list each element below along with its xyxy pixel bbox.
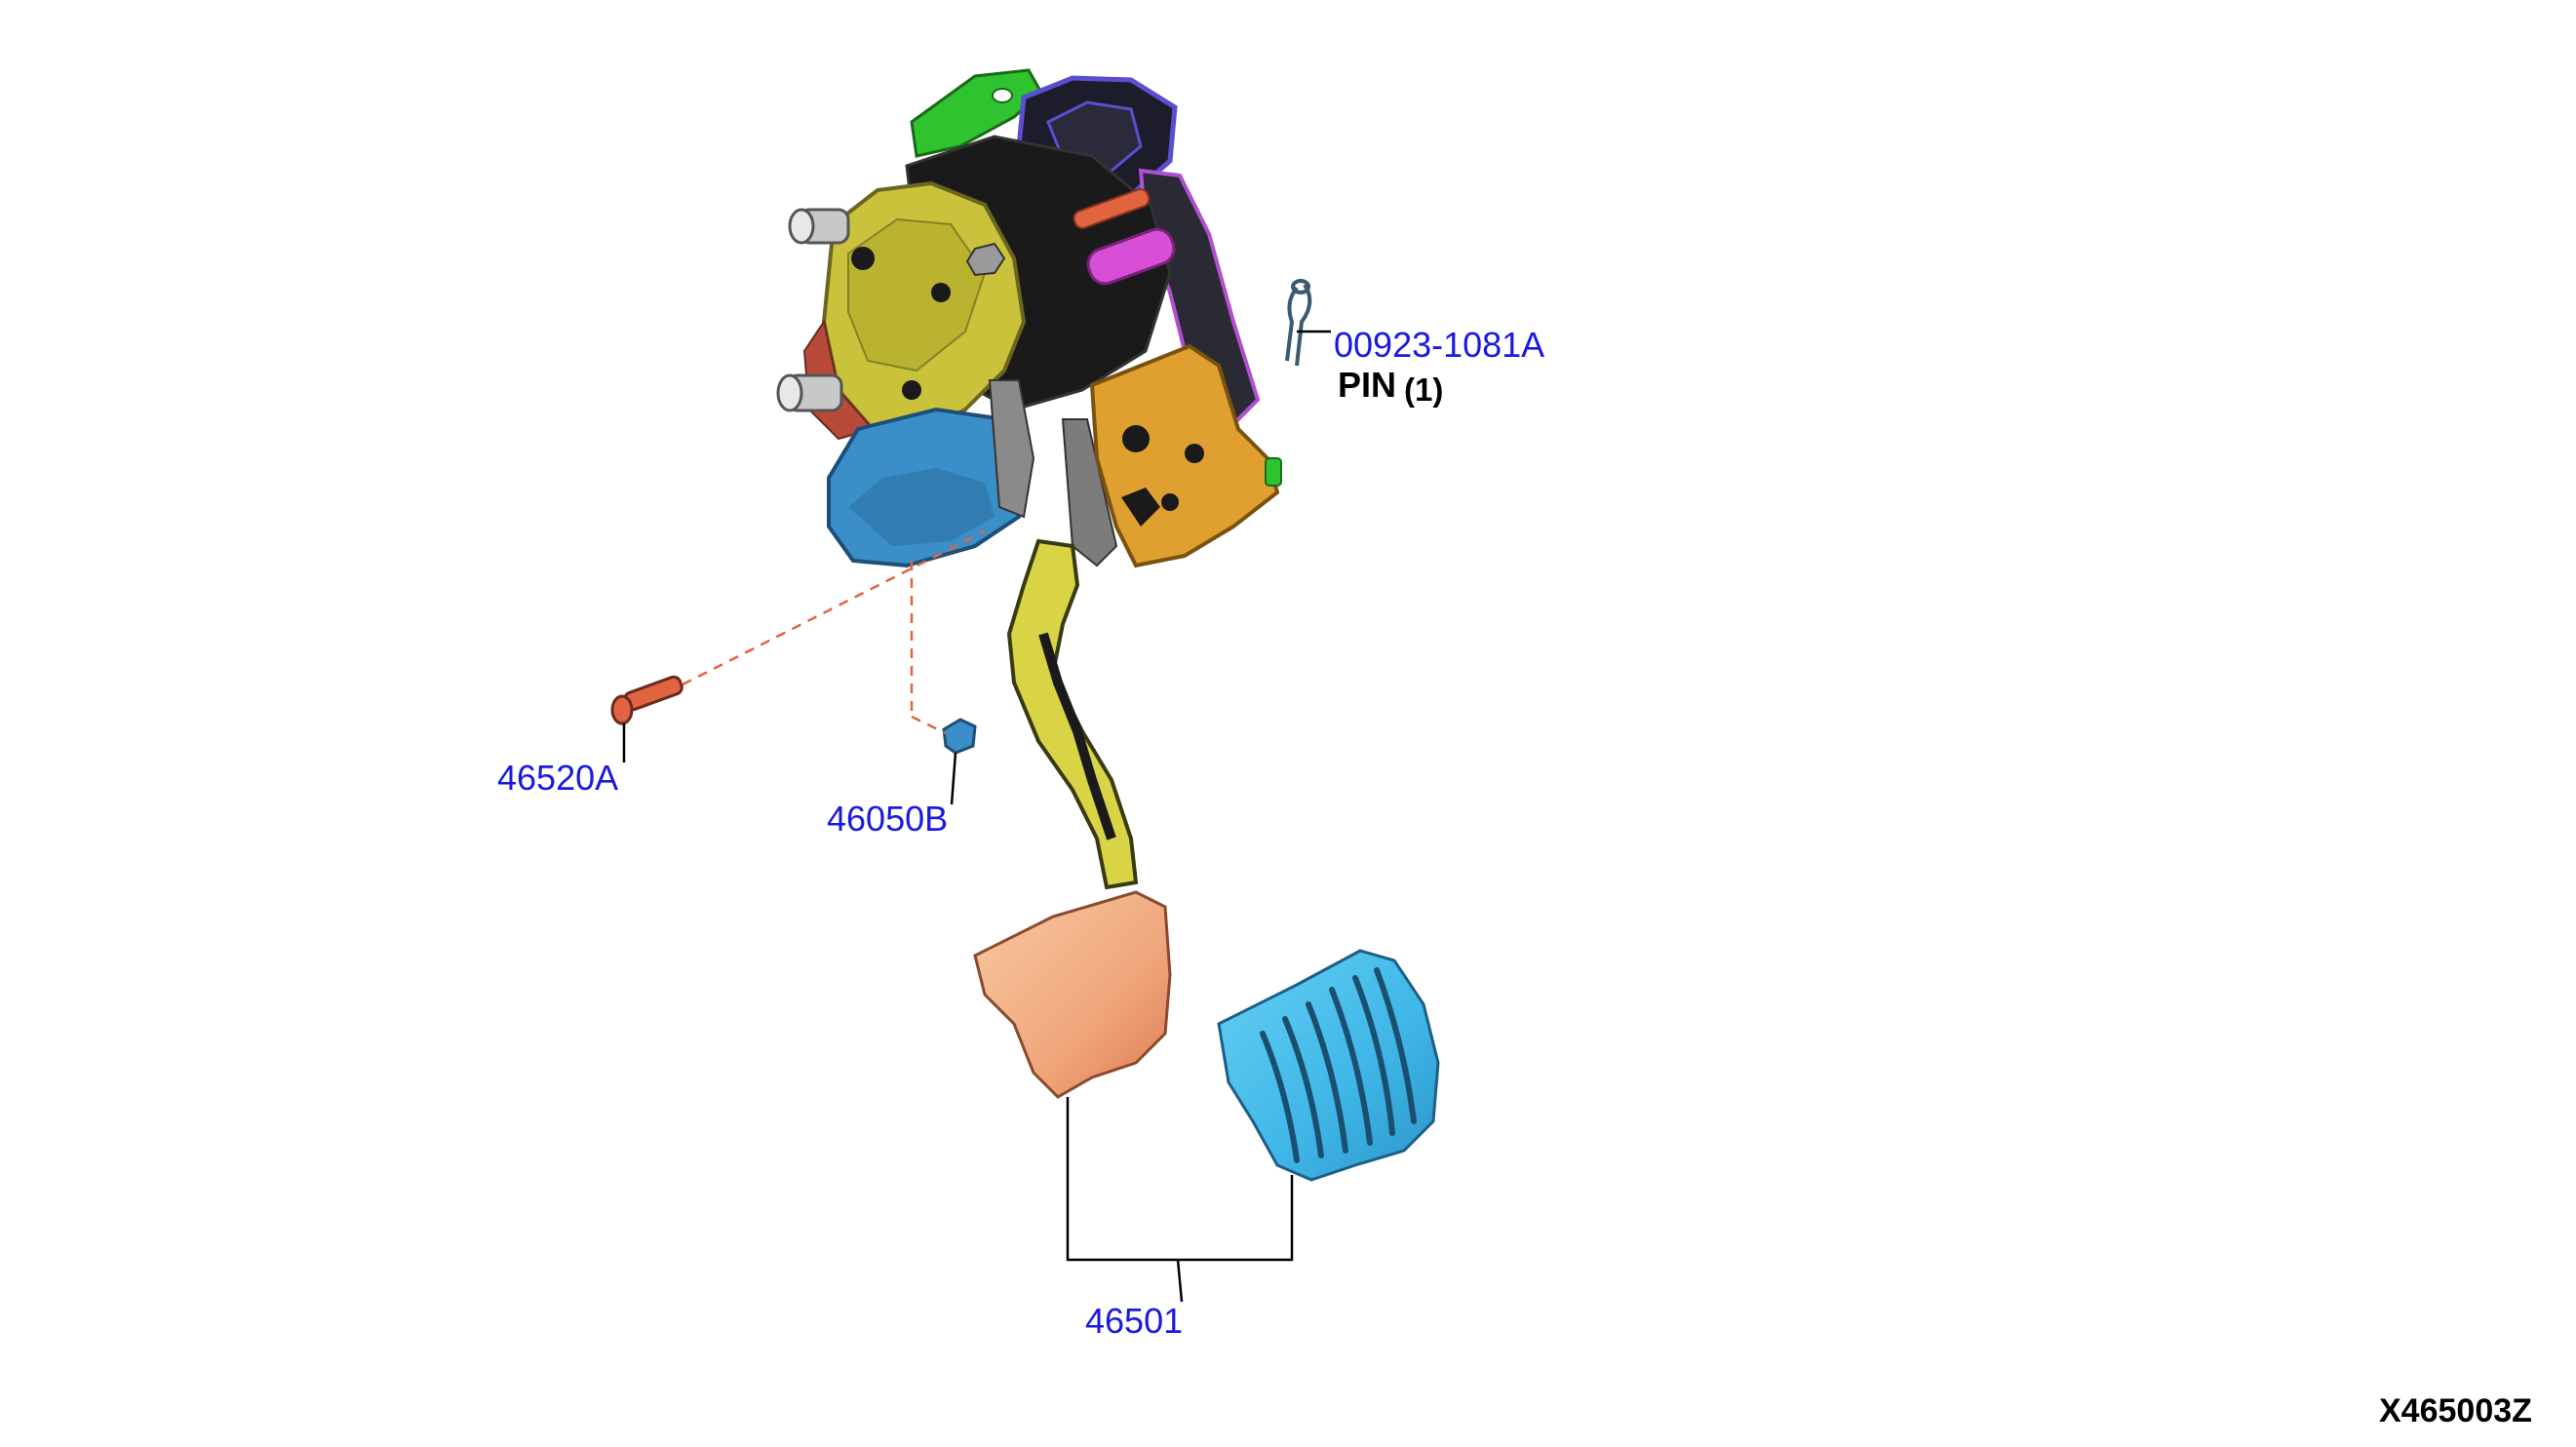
magenta-rod bbox=[1086, 227, 1176, 286]
callout-pivot-part-number[interactable]: 46520A bbox=[497, 758, 619, 798]
orange-rod bbox=[1073, 188, 1151, 229]
pivot-pin-part bbox=[610, 675, 683, 725]
cotter-pin-part bbox=[1285, 279, 1312, 367]
callout-pin-name: PIN bbox=[1338, 365, 1397, 405]
brake-pedal-pad bbox=[1217, 949, 1440, 1182]
callout-pedal-part-number[interactable]: 46501 bbox=[1085, 1301, 1184, 1341]
pedal-bracket-assembly bbox=[776, 68, 1282, 568]
clip-part bbox=[942, 718, 977, 755]
pedal-arm bbox=[1006, 538, 1139, 890]
callout-pin-quantity: (1) bbox=[1404, 372, 1444, 408]
figure-code: X465003Z bbox=[2379, 1392, 2532, 1429]
callout-pin-part-number[interactable]: 00923-1081A bbox=[1334, 325, 1545, 365]
leader-lines bbox=[622, 330, 1331, 1303]
clutch-pedal-pad bbox=[973, 890, 1172, 1099]
mounting-bolts bbox=[776, 208, 850, 412]
callout-clip-part-number[interactable]: 46050B bbox=[827, 799, 949, 839]
